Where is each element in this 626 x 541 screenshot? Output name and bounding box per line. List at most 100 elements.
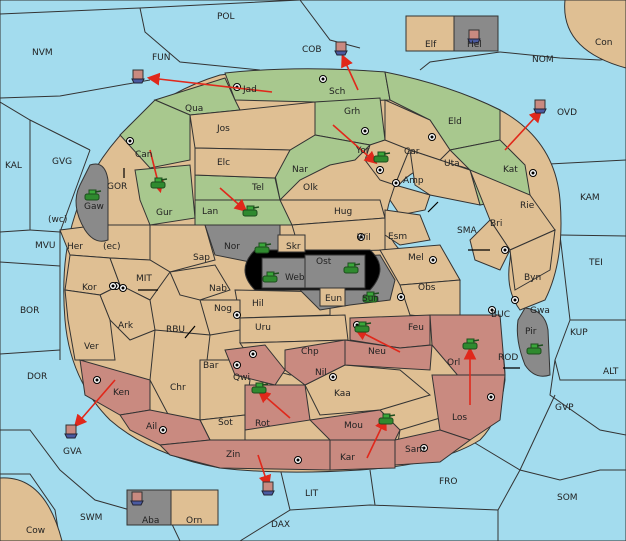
sea-label-gvp: GVP [555,403,574,413]
supply-center-dot [331,375,335,379]
supply-center-dot [430,135,434,139]
sea-label-sma: SMA [457,226,477,236]
province-label-nab: Nab [209,284,227,294]
supply-center-dot [128,139,132,143]
supply-center-dot [111,284,115,288]
province-label-web: Web [285,273,305,283]
sea-label-gor: GOR [107,182,127,192]
sea-label-cow: Cow [26,526,45,536]
province-label-tel: Tel [251,183,264,193]
legend-box-bottom [126,489,219,526]
province-label-rie: Rie [520,201,535,211]
province-label-sun: Sun [362,294,379,304]
province-label-sam: Sam [405,445,425,455]
tank-icon[interactable] [373,151,391,163]
tank-icon[interactable] [526,343,544,355]
province-label-elf: Elf [425,40,437,50]
province-label-amp: Amp [403,176,424,186]
eun-province [319,287,346,307]
legend-box-top [405,15,499,52]
province-label-ken: Ken [113,388,130,398]
sea-label-nom: NOM [532,55,554,65]
province-label-ail: Ail [146,422,157,432]
sea-label-pol: POL [217,12,235,22]
ship-icon[interactable] [334,41,348,56]
province-label-mou: Mou [344,421,363,431]
tank-icon[interactable] [378,413,396,425]
supply-center-dot [296,458,300,462]
sea-label-rod: ROD [498,353,518,363]
province-label-ark: Ark [118,321,134,331]
ship-icon[interactable] [467,29,481,44]
province-label-neu: Neu [368,347,386,357]
tank-icon[interactable] [354,321,372,333]
sea-label-con: Con [595,38,613,48]
ship-icon[interactable] [261,481,275,496]
tank-icon[interactable] [242,205,260,217]
tank-icon[interactable] [84,189,102,201]
province-label-byn: Byn [524,273,541,283]
supply-center-dot [121,286,125,290]
province-label-skr: Skr [286,242,301,252]
sea-label-kal: KAL [5,161,22,171]
province-label-orn: Orn [186,516,202,526]
province-label-sot: Sot [218,418,233,428]
sea-label-dor: DOR [27,372,47,382]
tank-icon[interactable] [150,177,168,189]
sea-label-cob: COB [302,45,322,55]
tank-icon[interactable] [251,382,269,394]
province-label-kaa: Kaa [334,389,351,399]
supply-center-dot [235,313,239,317]
province-label-feu: Feu [408,323,424,333]
province-label-bar: Bar [203,361,219,371]
province-label-eun: Eun [325,294,342,304]
province-label-car: Car [404,147,420,157]
sea-label-fro: FRO [439,477,458,487]
ship-icon[interactable] [130,491,144,506]
ship-icon[interactable] [64,424,78,439]
province-label-chp: Chp [301,347,319,357]
sea-label-dax: DAX [271,520,290,530]
province-label-hug: Hug [334,207,352,217]
province-label-olk: Olk [303,183,319,193]
ship-icon[interactable] [533,99,547,114]
passage-arrows [123,168,520,369]
tank-icon[interactable] [362,291,380,303]
sea-label-kam: KAM [580,193,600,203]
province-label-orl: Orl [447,358,460,368]
tank-icon[interactable] [343,262,361,274]
province-label-kor: Kor [82,283,97,293]
supply-center-dot [161,428,165,432]
sea-label-som: SOM [557,493,578,503]
supply-center-dot [531,171,535,175]
supply-center-dot [490,308,494,312]
ship-icon[interactable] [131,69,145,84]
supply-center-dot [422,446,426,450]
tank-icon[interactable] [254,242,272,254]
sea-label-ec: (ec) [103,242,121,252]
supply-center-dot [359,235,363,239]
sea-label-wc: (wc) [48,215,67,225]
sea-label-swm: SWM [80,513,102,523]
sea-label-mvu: MVU [35,241,56,251]
supply-center-dot [513,298,517,302]
province-label-qwi: Qwi [233,373,250,383]
supply-center-dot [378,168,382,172]
tank-icon[interactable] [262,271,280,283]
sea-label-lit: LIT [305,489,319,499]
sea-label-fun: FUN [152,53,171,63]
province-label-eld: Eld [448,117,462,127]
province-label-grh: Grh [344,107,360,117]
province-label-uta: Uta [444,159,460,169]
skr-province [277,234,306,253]
province-label-wil: Wil [357,233,371,243]
province-label-bri: Bri [490,219,502,229]
province-label-uru: Uru [255,323,271,333]
province-label-pir: Pir [525,327,537,337]
tank-icon[interactable] [462,338,480,350]
province-label-gwa: Gwa [530,306,550,316]
units [64,29,547,506]
supply-center-dot [235,363,239,367]
supply-center-dot [399,295,403,299]
